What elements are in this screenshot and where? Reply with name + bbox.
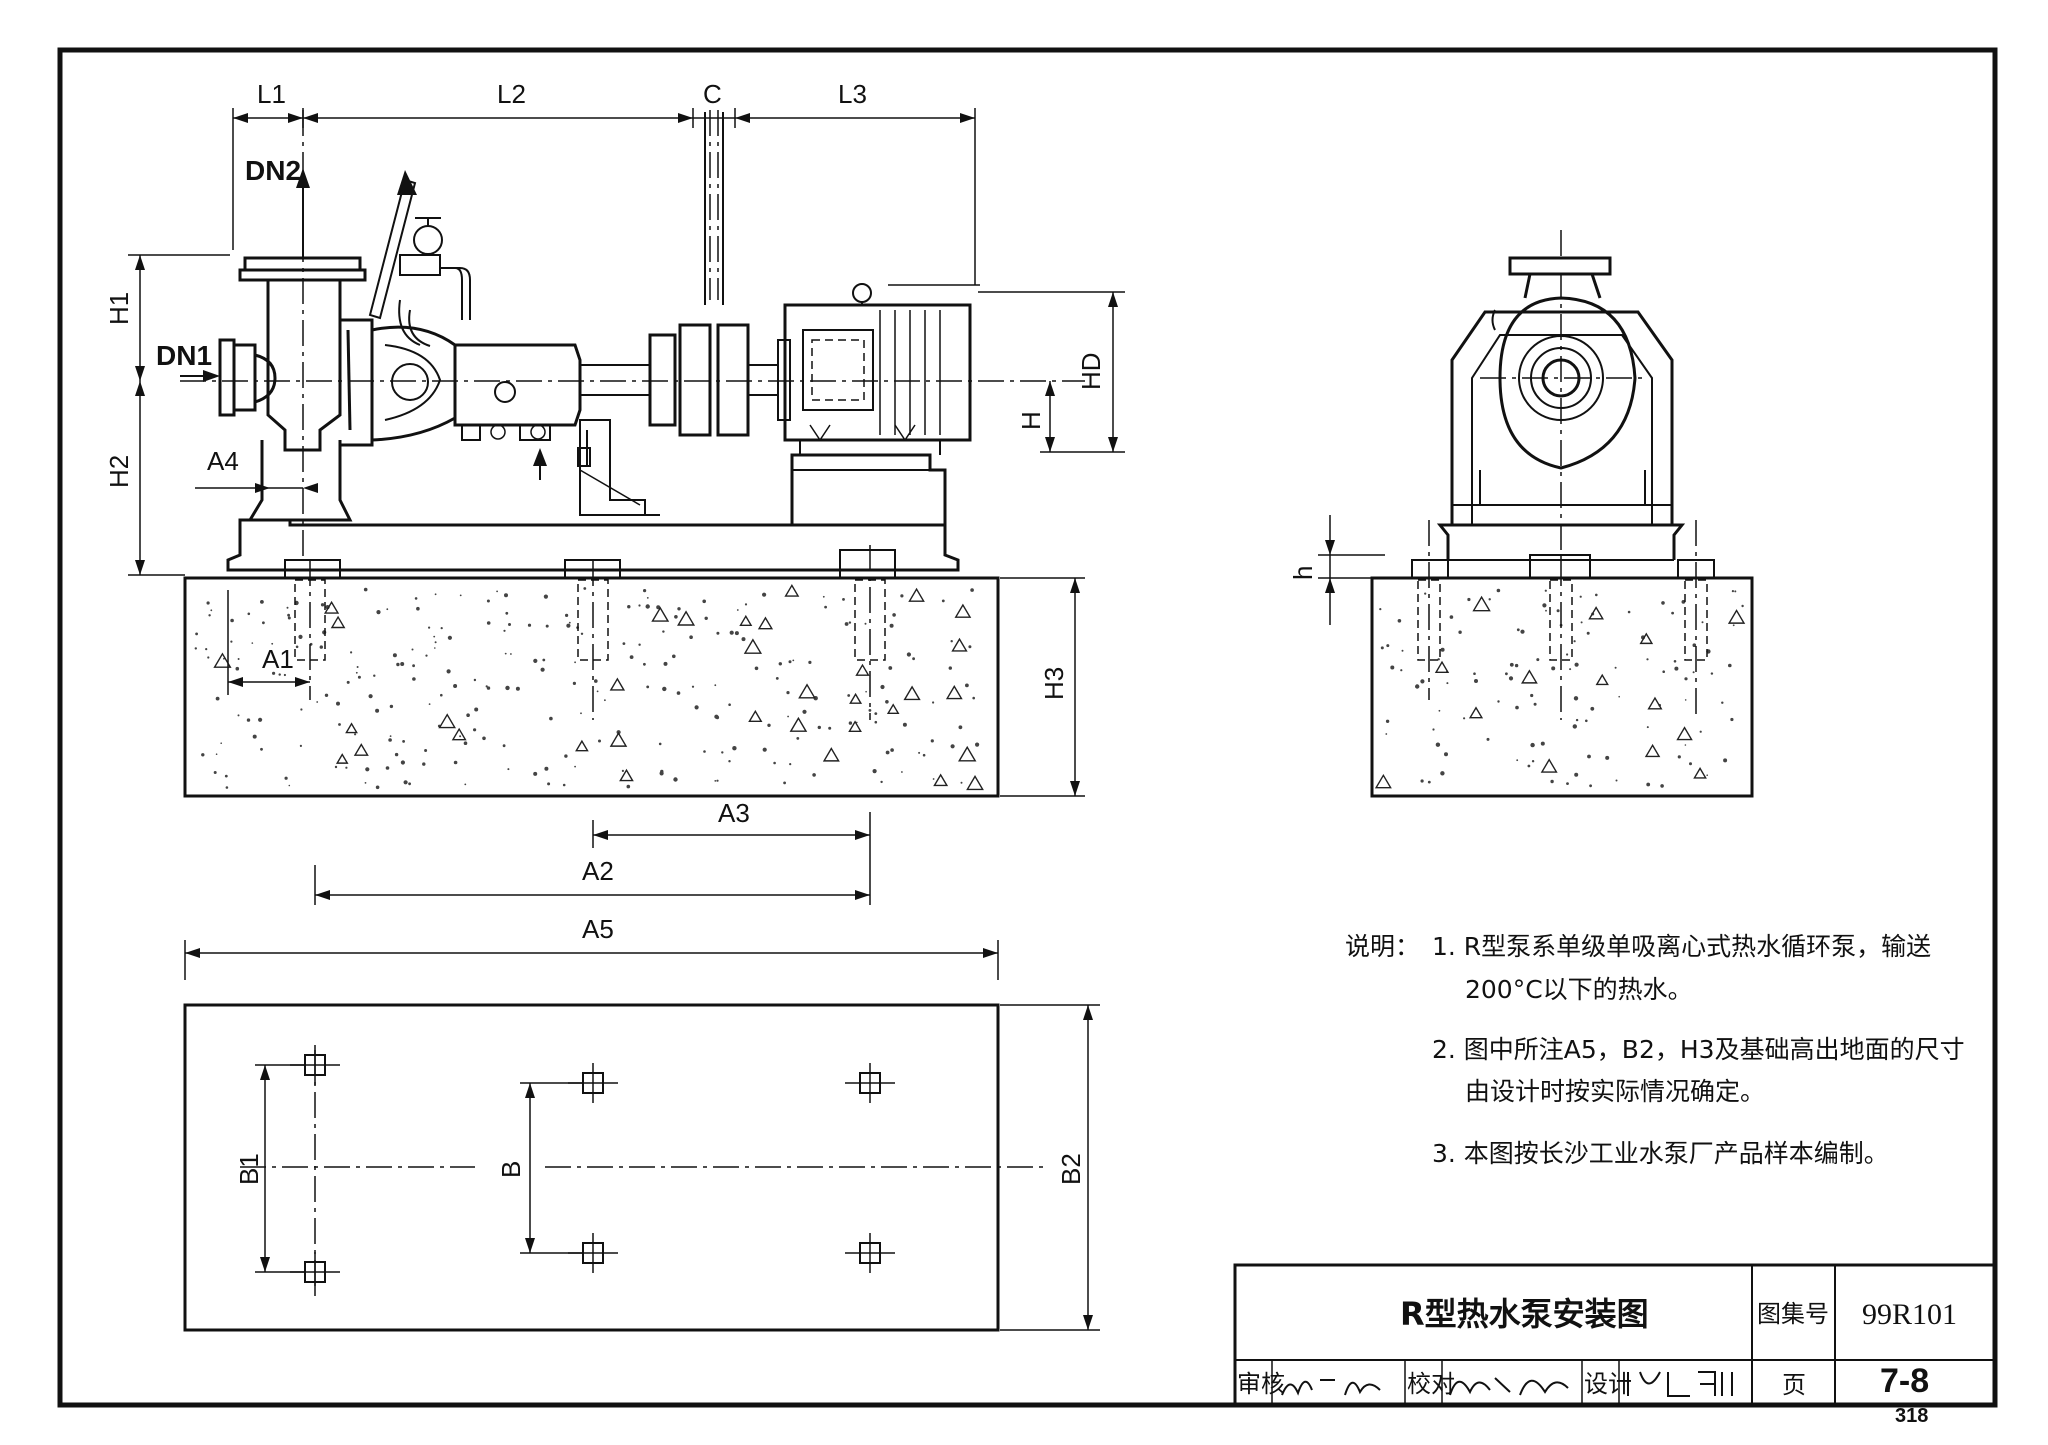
label-h: H: [1016, 411, 1046, 430]
atlas-number-label: 图集号: [1757, 1300, 1829, 1328]
side-foundation: [1370, 576, 1754, 798]
front-view-dimension-labels: L1 L2 C L3 DN2 DN1 H1 H2 A4 H HD H3 A1 A…: [104, 79, 1106, 944]
foundation-plan-view: B1 B B2: [183, 1003, 1100, 1332]
notes-heading: 说明：: [1345, 932, 1420, 961]
label-h1: H1: [104, 292, 134, 325]
label-c: C: [703, 79, 722, 109]
review-label: 审核: [1237, 1370, 1285, 1398]
label-l2: L2: [497, 79, 526, 109]
anchor-bolt-holes: [290, 1045, 895, 1292]
label-b1: B1: [234, 1153, 264, 1185]
label-h2: H2: [104, 455, 134, 488]
label-b: B: [496, 1161, 526, 1178]
label-l3: L3: [838, 79, 867, 109]
notes-block: 说明： 1. R型泵系单级单吸离心式热水循环泵，输送 200°C以下的热水。 2…: [1345, 932, 1965, 1168]
sheet-border: [57, 47, 1998, 1408]
side-elevation-view: h: [1288, 230, 1754, 798]
label-a4: A4: [207, 446, 239, 476]
label-h-small: h: [1288, 566, 1318, 580]
drawing-title: R型热水泵安装图: [1400, 1295, 1649, 1333]
concrete-foundation: [183, 576, 1000, 798]
signature-reviewer: [1281, 1379, 1381, 1396]
sheet-page-number: 318: [1895, 1405, 1928, 1427]
label-a3: A3: [718, 798, 750, 828]
check-label: 校对: [1407, 1370, 1455, 1398]
atlas-number: 99R101: [1862, 1298, 1957, 1331]
label-a1: A1: [262, 644, 294, 674]
label-a2: A2: [582, 856, 614, 886]
label-l1: L1: [257, 79, 286, 109]
page-label: 页: [1782, 1371, 1806, 1399]
label-h3: H3: [1039, 667, 1069, 700]
note-2-line-1: 2. 图中所注A5，B2，H3及基础高出地面的尺寸: [1432, 1035, 1965, 1064]
front-elevation-view: [128, 108, 1125, 980]
design-label: 设计: [1584, 1370, 1632, 1398]
note-2-line-2: 由设计时按实际情况确定。: [1465, 1077, 1765, 1106]
label-dn2: DN2: [245, 155, 301, 186]
note-1-line-1: 1. R型泵系单级单吸离心式热水循环泵，输送: [1432, 932, 1931, 961]
note-1-line-2: 200°C以下的热水。: [1465, 975, 1693, 1004]
label-hd: HD: [1076, 352, 1106, 390]
page-number: 7-8: [1880, 1362, 1929, 1400]
label-a5: A5: [582, 914, 614, 944]
signature-designer: [1627, 1371, 1733, 1397]
label-dn1: DN1: [156, 340, 212, 371]
signature-checker: [1449, 1377, 1569, 1396]
note-3-line-1: 3. 本图按长沙工业水泵厂产品样本编制。: [1432, 1139, 1889, 1168]
title-block: R型热水泵安装图 图集号 99R101 审核 校对 设计 页 7-8: [1233, 1263, 1997, 1407]
label-b2: B2: [1056, 1153, 1086, 1185]
